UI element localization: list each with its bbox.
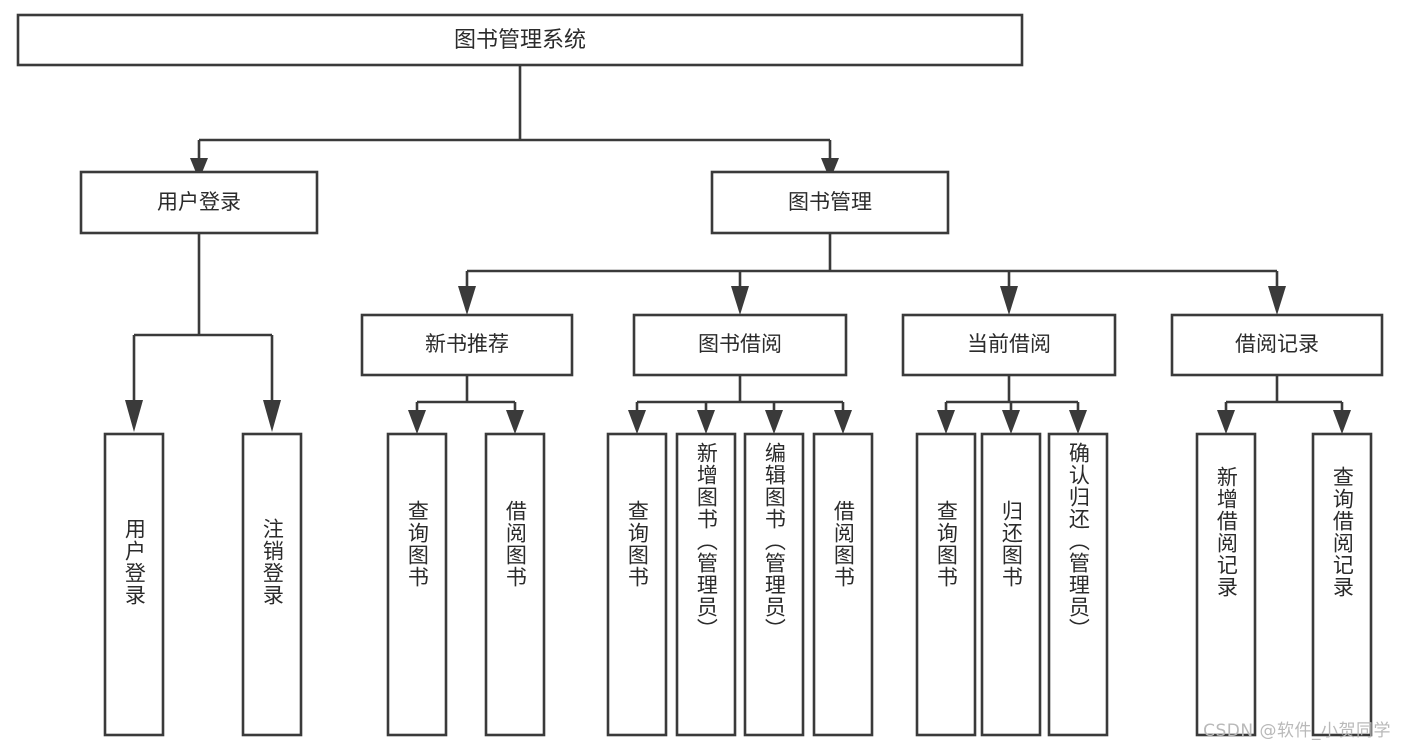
connector-borrow-record-to-leaves xyxy=(1217,375,1351,434)
leaf-box-borrow-record-1[interactable] xyxy=(1195,432,1257,737)
node-book-borrow[interactable]: 图书借阅 xyxy=(632,313,848,377)
leaf-box-book-borrow-3[interactable] xyxy=(743,432,805,737)
node-current-borrow-label: 当前借阅 xyxy=(967,332,1051,356)
leaf-box-borrow-record-2[interactable] xyxy=(1311,432,1373,737)
leaf-box-current-borrow-3[interactable] xyxy=(1047,432,1109,737)
node-book-borrow-label: 图书借阅 xyxy=(698,332,782,356)
leaf-box-book-borrow-1[interactable] xyxy=(606,432,668,737)
connector-book-borrow-to-leaves xyxy=(628,375,852,434)
node-borrow-record[interactable]: 借阅记录 xyxy=(1170,313,1384,377)
node-new-book-recommend[interactable]: 新书推荐 xyxy=(360,313,574,377)
watermark: CSDN @软件_小贺同学 xyxy=(1203,721,1391,741)
connector-user-login-to-leaves xyxy=(125,233,281,432)
leaf-box-book-borrow-2[interactable] xyxy=(675,432,737,737)
connector-book-manage-to-level3 xyxy=(458,233,1286,315)
node-book-manage-label: 图书管理 xyxy=(788,190,872,214)
node-current-borrow[interactable]: 当前借阅 xyxy=(901,313,1117,377)
leaf-box-new-book-2[interactable] xyxy=(484,432,546,737)
node-book-manage[interactable]: 图书管理 xyxy=(710,170,950,235)
leaf-box-book-borrow-4[interactable] xyxy=(812,432,874,737)
connector-current-borrow-to-leaves xyxy=(937,375,1087,434)
node-user-login[interactable]: 用户登录 xyxy=(79,170,319,235)
connector-new-book-to-leaves xyxy=(408,375,524,434)
node-root-label: 图书管理系统 xyxy=(454,28,586,53)
leaf-box-current-borrow-2[interactable] xyxy=(980,432,1042,737)
leaf-box-new-book-1[interactable] xyxy=(386,432,448,737)
node-new-book-recommend-label: 新书推荐 xyxy=(425,332,509,356)
leaf-box-user-login-1[interactable] xyxy=(103,432,165,737)
leaf-box-user-login-2[interactable] xyxy=(241,432,303,737)
connector-root-to-level2 xyxy=(190,65,839,180)
node-borrow-record-label: 借阅记录 xyxy=(1235,332,1319,356)
node-root[interactable]: 图书管理系统 xyxy=(16,13,1024,67)
node-user-login-label: 用户登录 xyxy=(157,190,241,214)
leaf-box-current-borrow-1[interactable] xyxy=(915,432,977,737)
